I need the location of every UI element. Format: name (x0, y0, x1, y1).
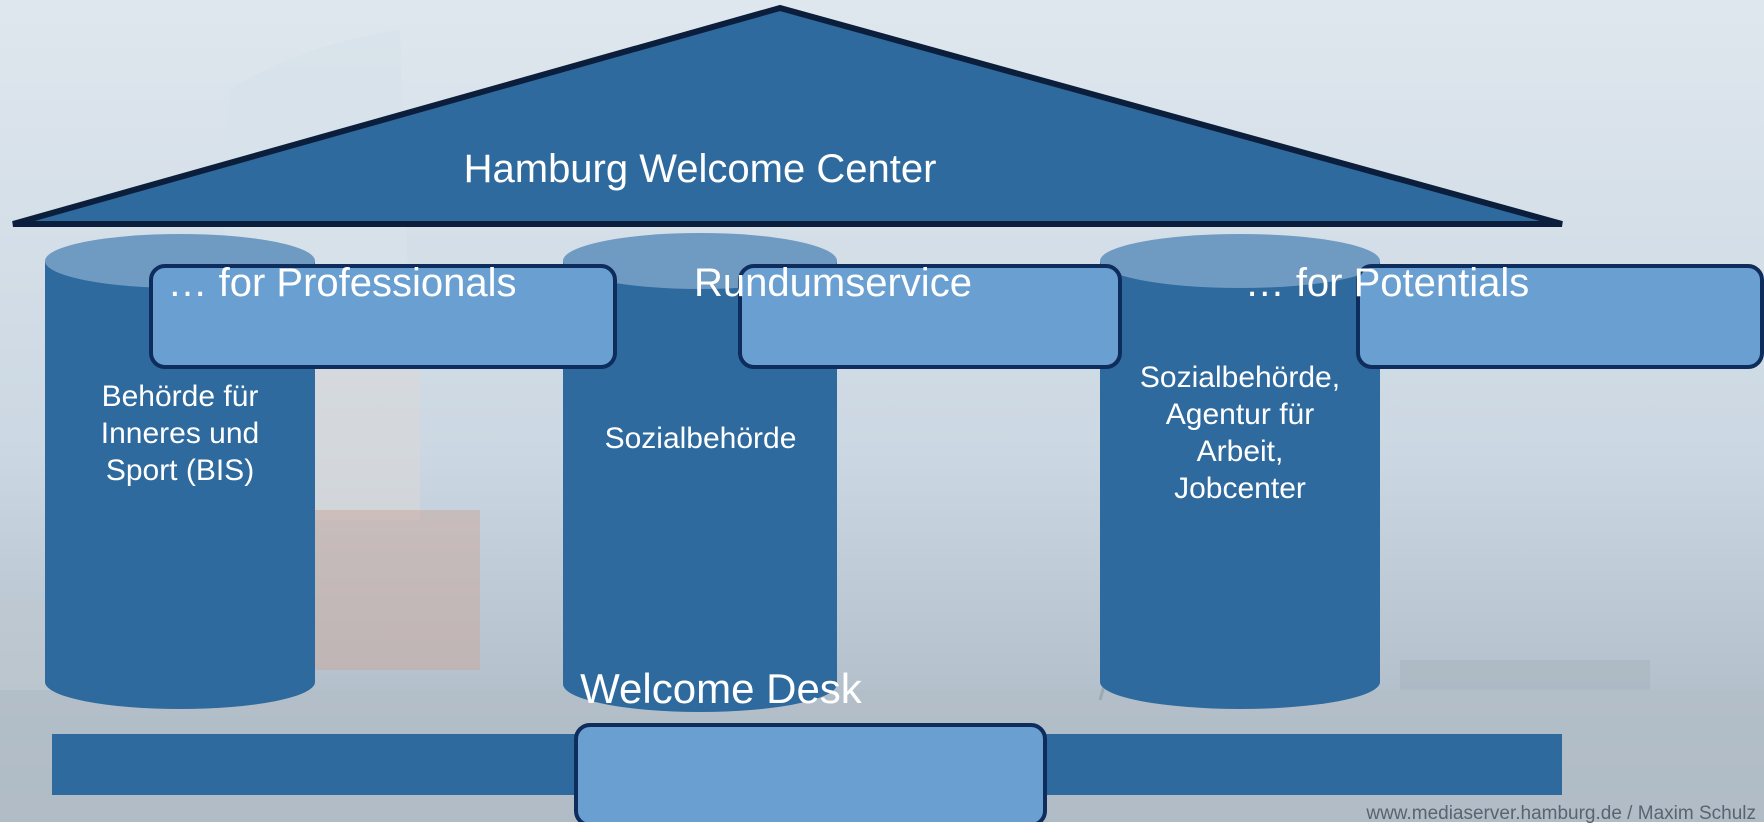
pillar-2-label: Rundumservice (694, 261, 972, 305)
pillar-3-shape (1100, 234, 1380, 709)
pillar-1-shape (45, 234, 315, 709)
pillar-3-label: … for Potentials (1244, 261, 1530, 305)
roof-title: Hamburg Welcome Center (463, 147, 937, 191)
label-box-2 (738, 264, 1122, 369)
pillar-2-text: Sozialbehörde (604, 422, 797, 455)
welcome-desk-label: Welcome Desk (580, 665, 862, 712)
label-box-3 (1356, 264, 1764, 369)
roof-shape (12, 4, 1563, 227)
label-box-1 (149, 264, 617, 369)
pillar-1-label: … for Professionals (167, 261, 517, 305)
photo-credit: www.mediaserver.hamburg.de / Maxim Schul… (1366, 803, 1756, 824)
welcome-desk-box (574, 723, 1047, 822)
